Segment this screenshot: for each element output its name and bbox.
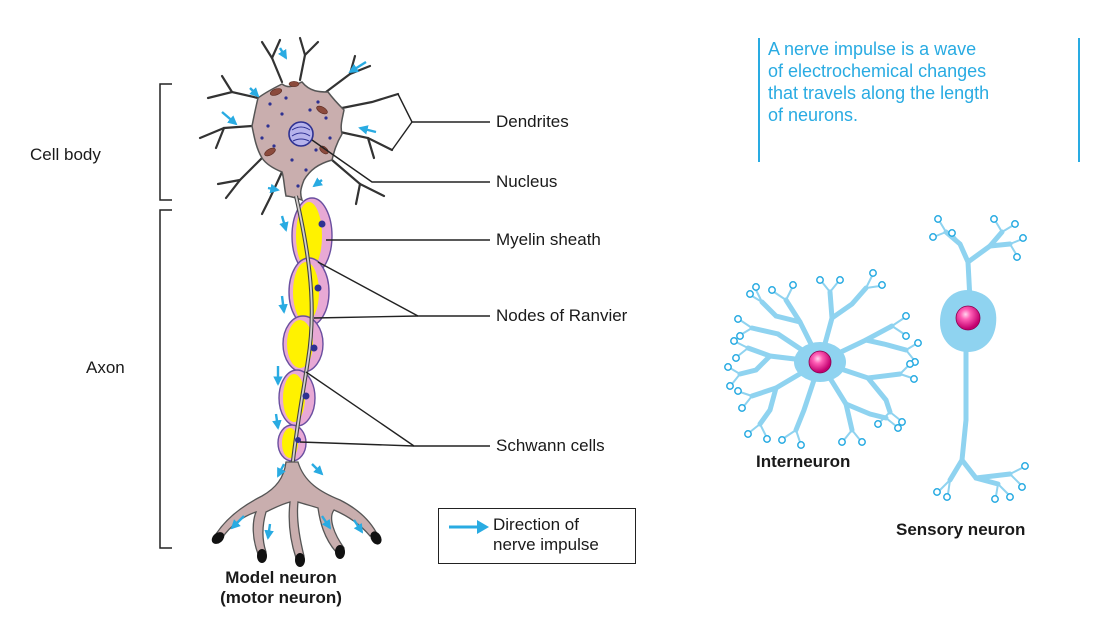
label-axon: Axon: [86, 358, 125, 377]
arrow-right-icon: [449, 520, 489, 534]
label-nodes-of-ranvier: Nodes of Ranvier: [496, 306, 628, 325]
label-cell-body: Cell body: [30, 145, 101, 164]
axon-terminal: [215, 461, 377, 559]
note-line-3: that travels along the length: [768, 83, 990, 103]
note-line-4: of neurons.: [768, 105, 859, 125]
info-note: A nerve impulse is a wave of electrochem…: [758, 38, 1080, 162]
axon-bracket: [159, 209, 172, 549]
note-line-2: of electrochemical changes: [768, 61, 987, 81]
organelles: [264, 81, 329, 157]
legend-text: Direction of nerve impulse: [493, 515, 599, 555]
dendrite-branches: [198, 36, 400, 216]
label-interneuron: Interneuron: [756, 452, 851, 471]
terminal-buttons: [211, 531, 382, 567]
label-dendrites: Dendrites: [496, 112, 569, 131]
cell-body-dots: [260, 96, 332, 188]
label-schwann-cells: Schwann cells: [496, 436, 605, 455]
label-sensory-neuron: Sensory neuron: [896, 520, 1026, 539]
legend-box: Direction of nerve impulse: [438, 508, 636, 564]
note-left-bar: [758, 38, 760, 162]
nucleus: [288, 121, 314, 147]
label-model-neuron-line2: (motor neuron): [220, 588, 342, 607]
note-text: A nerve impulse is a wave of electrochem…: [768, 38, 1072, 126]
interneuron: [724, 269, 922, 449]
cell-body-bracket: [159, 83, 172, 201]
label-myelin-sheath: Myelin sheath: [496, 230, 601, 249]
sensory-neuron: [929, 215, 1029, 503]
label-nucleus: Nucleus: [496, 172, 558, 191]
note-line-1: A nerve impulse is a wave: [768, 39, 977, 59]
label-model-neuron: Model neuron (motor neuron): [206, 568, 356, 608]
schwann-nuclei: [295, 220, 326, 443]
impulse-arrows: [221, 47, 377, 540]
legend-line2: nerve impulse: [493, 535, 599, 554]
note-right-bar: [1078, 38, 1080, 162]
legend-line1: Direction of: [493, 515, 579, 534]
leader-lines: [299, 93, 490, 447]
label-model-neuron-line1: Model neuron: [225, 568, 337, 587]
